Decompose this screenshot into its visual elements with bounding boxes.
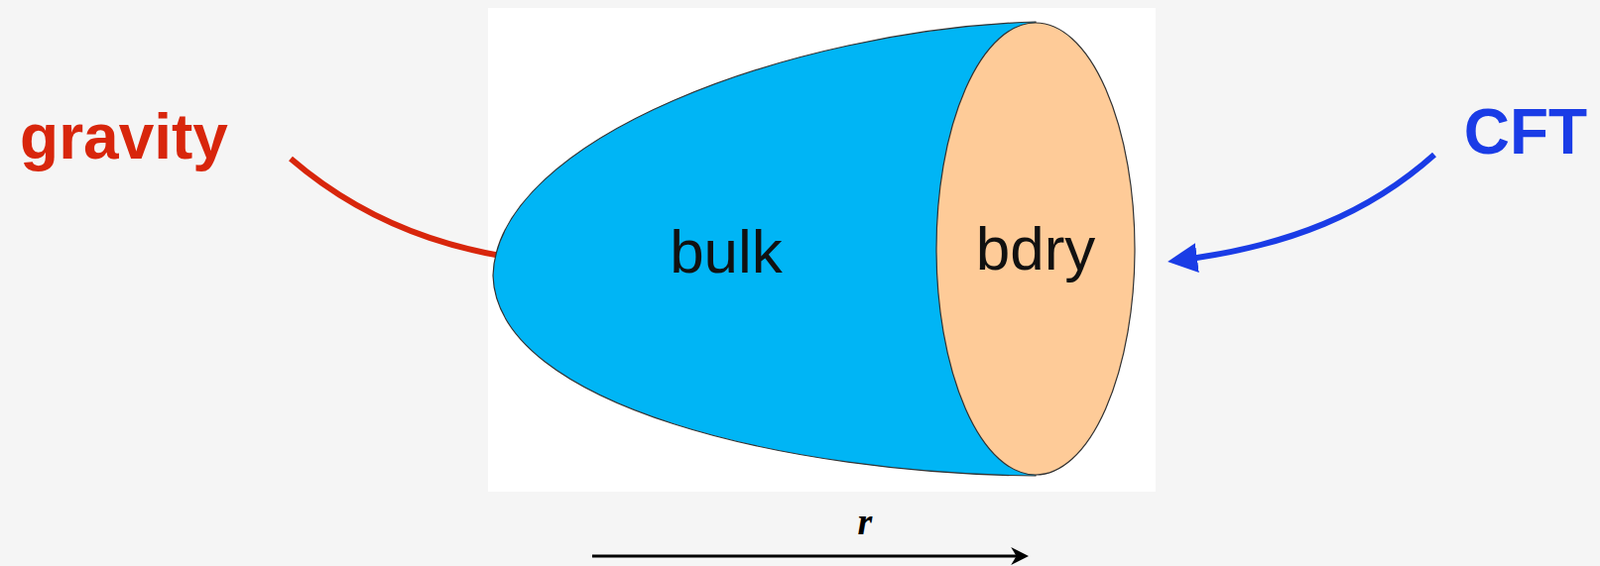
text-holder: bdry [976, 213, 1097, 284]
label-holder: CFT [1464, 96, 1588, 170]
gravity-label: gravity [19, 101, 229, 175]
boundary-disk: bdry [935, 21, 1136, 477]
disk-shape [936, 22, 1135, 476]
cft-arrow [1182, 154, 1435, 260]
label-holder: gravity [19, 101, 229, 175]
label-holder: r [858, 500, 873, 545]
text-holder: bulk [669, 216, 783, 287]
cft-label: CFT [1464, 96, 1588, 170]
radial-axis-arrow [592, 555, 1022, 559]
region-label: bdry [976, 213, 1097, 284]
radial-coordinate-label: r [858, 500, 873, 545]
region-label: bulk [669, 216, 783, 287]
